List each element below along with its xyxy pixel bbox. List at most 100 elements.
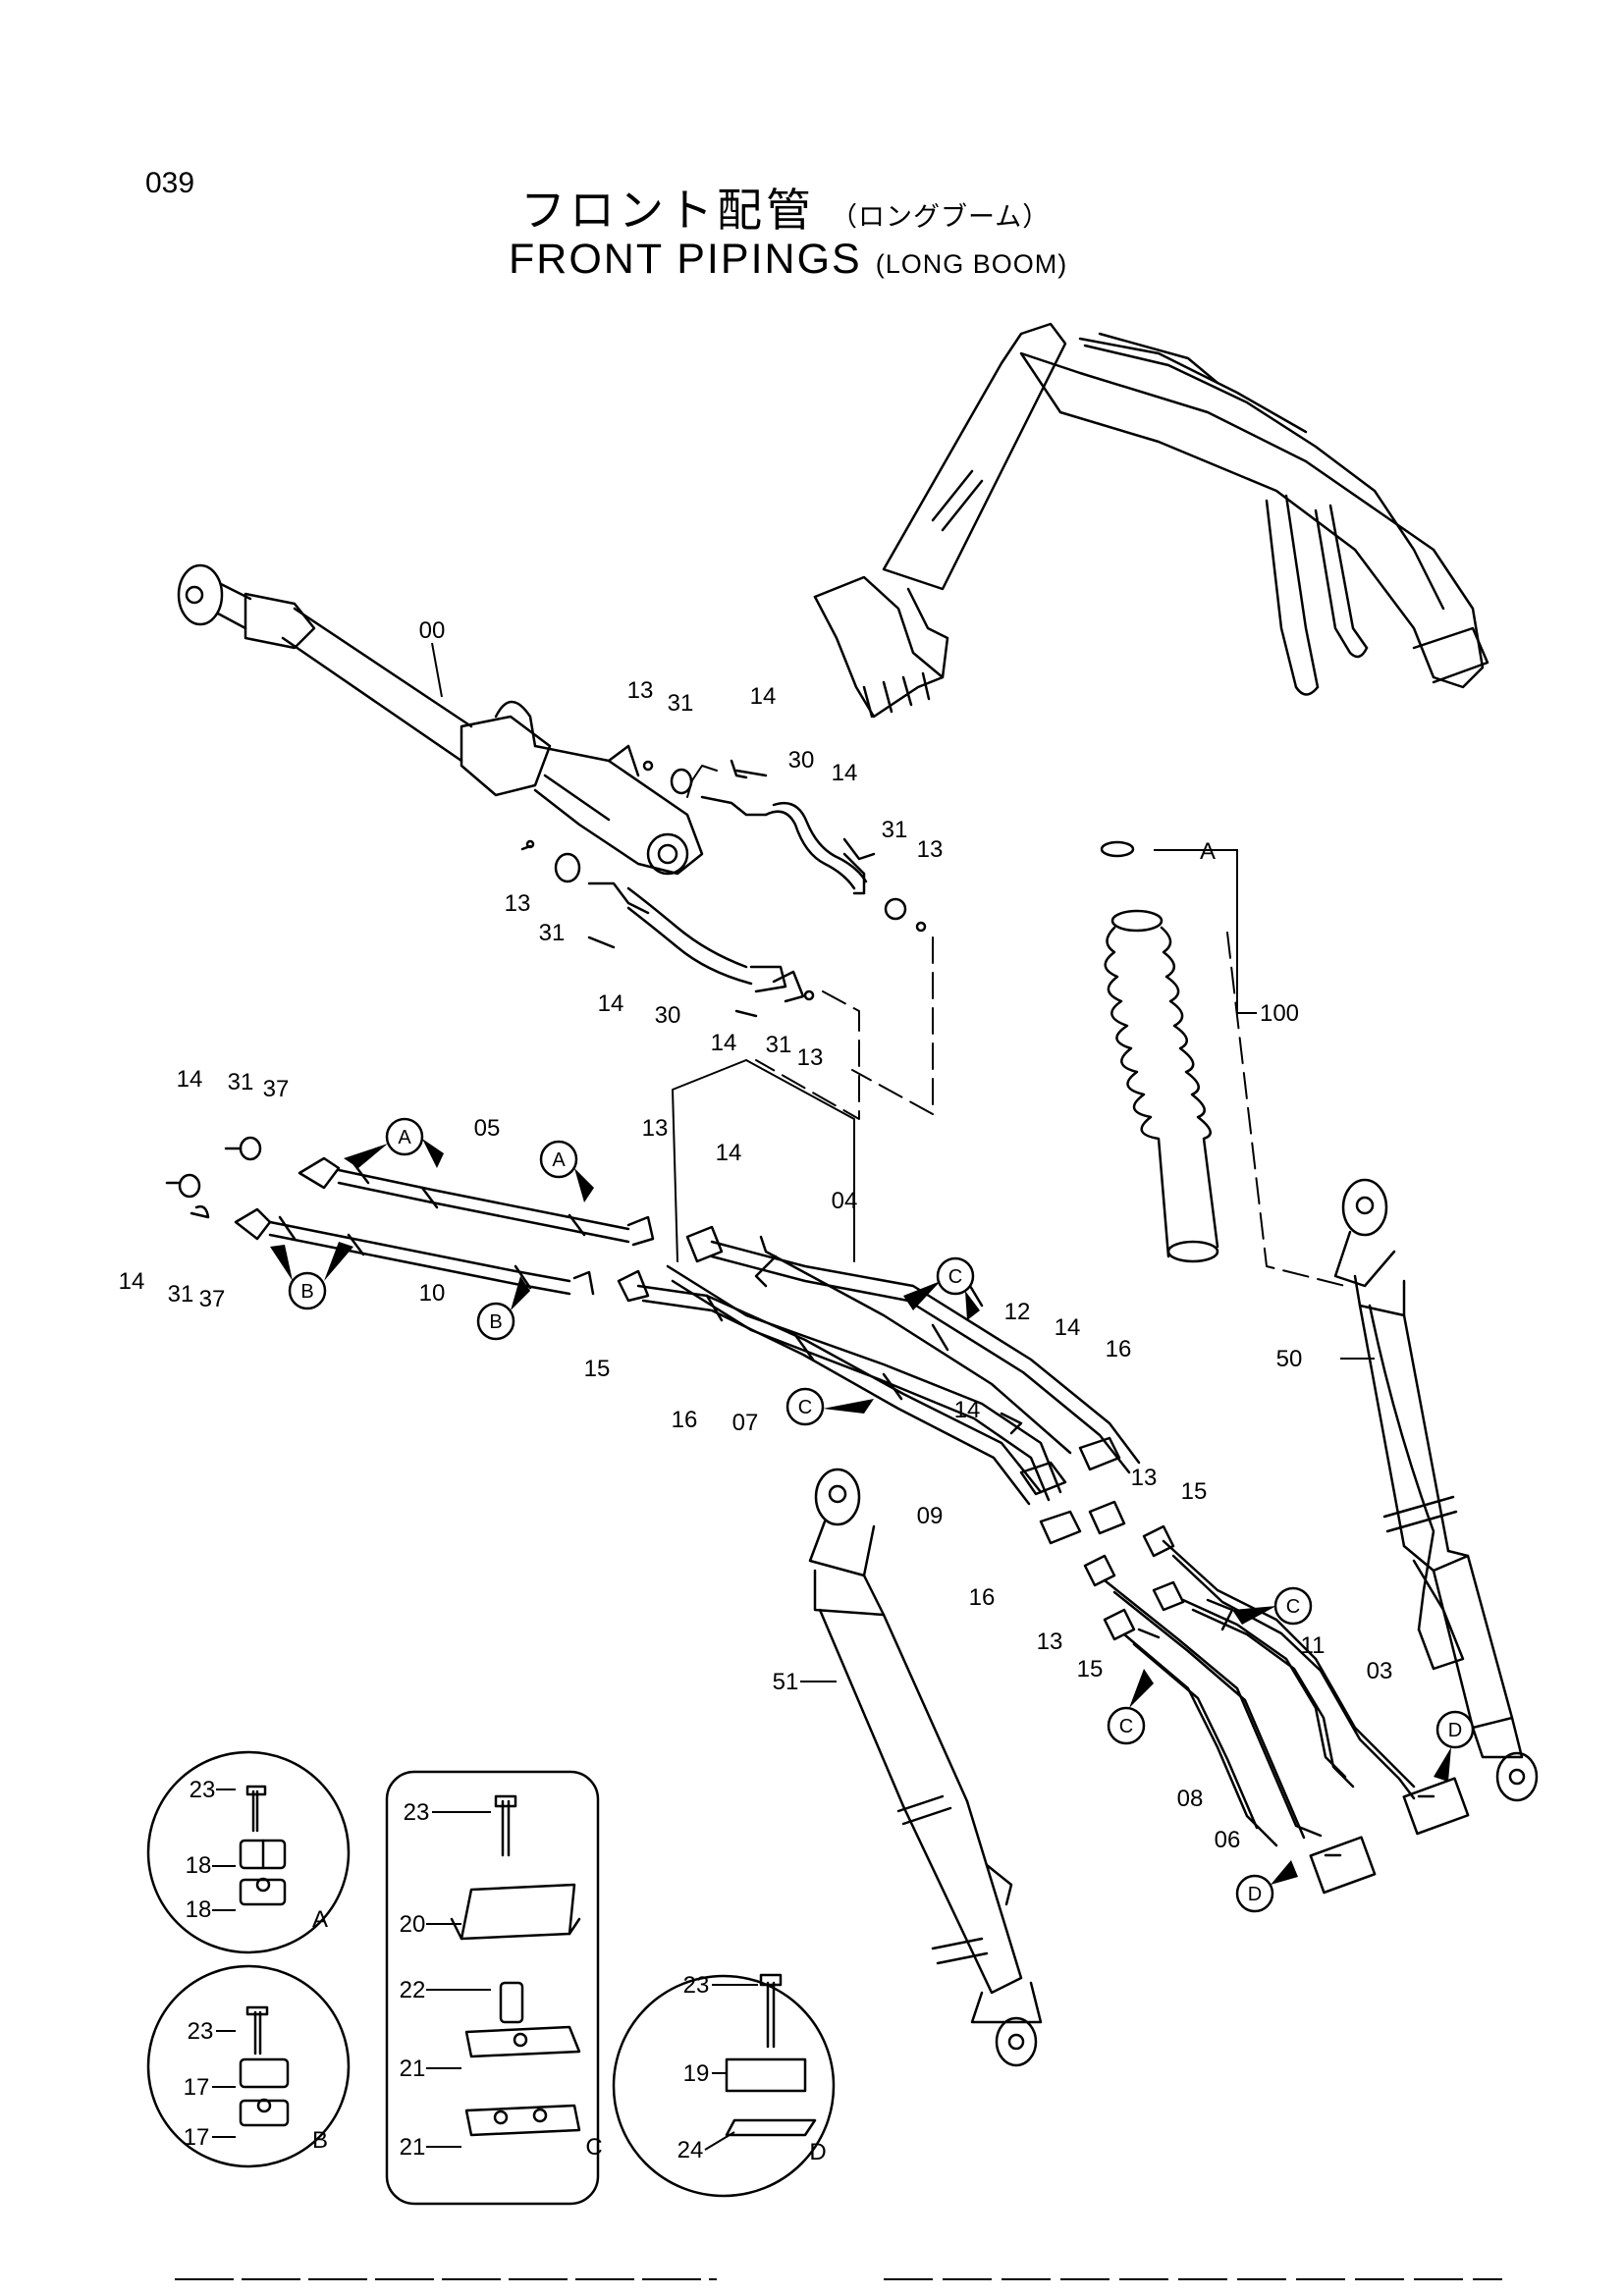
- label-00: 00: [419, 617, 446, 644]
- detail-b-label: B: [312, 2127, 328, 2154]
- callout-pointers: [270, 1139, 1451, 1885]
- label-14: 14: [832, 760, 858, 786]
- callout-a-2: [539, 1140, 578, 1179]
- label-09: 09: [917, 1503, 944, 1529]
- detail-a-label: A: [312, 1906, 328, 1933]
- title-en-main: FRONT PIPINGS: [509, 236, 862, 283]
- label-31: 31: [668, 690, 694, 717]
- label-24: 24: [677, 2137, 704, 2163]
- label-16: 16: [672, 1407, 698, 1433]
- label-37: 37: [263, 1076, 290, 1102]
- pipe-05-10-drawing: [165, 1136, 655, 1296]
- label-06: 06: [1215, 1827, 1241, 1853]
- label-04: 04: [832, 1188, 858, 1214]
- callout-c-2: [785, 1387, 825, 1426]
- label-14: 14: [716, 1140, 742, 1166]
- label-13: 13: [505, 890, 531, 917]
- title-jp-subtitle: （ロングブーム）: [831, 202, 1051, 233]
- label-31: 31: [168, 1281, 194, 1308]
- label-22: 22: [400, 1977, 426, 2003]
- label-31: 31: [766, 1032, 792, 1058]
- label-13: 13: [797, 1044, 824, 1071]
- detail-c-drawing: [385, 1770, 600, 2206]
- label-05: 05: [474, 1115, 501, 1142]
- label-19: 19: [683, 2060, 710, 2087]
- title-jp-main: フロント配管: [520, 184, 815, 237]
- callout-b-2: [476, 1302, 515, 1341]
- callout-b-1: [288, 1271, 327, 1310]
- part-labels: 00 13 31 14 30 14 31 13 13 31 14 30 14 3…: [119, 617, 1393, 2165]
- callout-d-1-text: D: [1448, 1720, 1462, 1741]
- label-03: 03: [1367, 1658, 1393, 1684]
- label-17: 17: [184, 2124, 210, 2151]
- label-23: 23: [189, 1777, 216, 1803]
- page-title-japanese: フロント配管 （ロングブーム）: [520, 175, 1050, 240]
- boot-100-drawing: [1100, 840, 1219, 1263]
- part-leaders: [212, 642, 1375, 2151]
- label-31: 31: [882, 817, 908, 843]
- label-14: 14: [598, 990, 624, 1017]
- label-15: 15: [1181, 1478, 1208, 1505]
- callout-letters: A A B B C C C C D D: [300, 1127, 1462, 1905]
- label-18: 18: [186, 1852, 212, 1879]
- callout-d-2-text: D: [1248, 1884, 1262, 1905]
- label-23: 23: [683, 1972, 710, 1999]
- callout-c-2-text: C: [798, 1397, 812, 1418]
- callout-c-1-text: C: [948, 1266, 962, 1288]
- callout-b-2-text: B: [489, 1311, 502, 1333]
- label-07: 07: [732, 1410, 759, 1436]
- label-14: 14: [954, 1397, 981, 1423]
- label-14: 14: [119, 1268, 145, 1295]
- label-17: 17: [184, 2074, 210, 2101]
- callout-c-3-text: C: [1286, 1596, 1300, 1618]
- label-11: 11: [1301, 1632, 1326, 1659]
- pipe-04-07-09-12-drawing: [617, 1225, 1141, 1545]
- callout-c-4: [1107, 1706, 1146, 1745]
- label-16: 16: [969, 1584, 996, 1611]
- label-30: 30: [788, 747, 815, 774]
- label-10: 10: [419, 1280, 446, 1307]
- label-15: 15: [1077, 1656, 1104, 1682]
- callout-a-2-text: A: [552, 1149, 566, 1171]
- label-100: 100: [1260, 1000, 1299, 1027]
- label-16: 16: [1106, 1336, 1132, 1362]
- detail-d-drawing: [612, 1973, 836, 2198]
- callout-d-1: [1435, 1710, 1475, 1749]
- pipe-03-06-08-11-drawing: [1083, 1524, 1470, 1895]
- excavator-overview-drawing: [813, 322, 1489, 719]
- label-30: 30: [655, 1002, 681, 1029]
- page-title-english: FRONT PIPINGS (LONG BOOM): [509, 236, 1067, 284]
- page-number: 039: [145, 167, 195, 199]
- cylinder-50-drawing: [1333, 1178, 1539, 1802]
- detail-a-drawing: [146, 1750, 351, 1954]
- label-21: 21: [400, 2134, 426, 2161]
- label-14: 14: [177, 1066, 203, 1093]
- hose-fittings-upper: [520, 759, 927, 1018]
- callout-d-2: [1235, 1874, 1274, 1913]
- callout-a-1: [385, 1117, 424, 1156]
- callout-markers: [288, 1117, 1475, 1913]
- label-a-ref: A: [1200, 838, 1216, 865]
- cylinder-00-drawing: [177, 563, 704, 876]
- label-31: 31: [539, 920, 566, 946]
- label-13: 13: [627, 677, 654, 704]
- label-20: 20: [400, 1911, 426, 1938]
- callout-c-4-text: C: [1119, 1716, 1133, 1737]
- label-14: 14: [711, 1030, 737, 1056]
- callout-c-3: [1273, 1586, 1313, 1626]
- label-13: 13: [642, 1115, 669, 1142]
- detail-b-drawing: [146, 1964, 351, 2168]
- label-31: 31: [228, 1069, 254, 1095]
- title-en-subtitle: (LONG BOOM): [875, 249, 1068, 279]
- label-12: 12: [1004, 1299, 1031, 1325]
- label-51: 51: [773, 1669, 799, 1695]
- detail-d-label: D: [809, 2139, 826, 2165]
- label-23: 23: [188, 2018, 214, 2045]
- detail-c-label: C: [585, 2134, 602, 2161]
- label-50: 50: [1276, 1346, 1303, 1372]
- label-14: 14: [750, 683, 777, 710]
- callout-a-1-text: A: [398, 1127, 411, 1148]
- label-13: 13: [1037, 1629, 1063, 1655]
- cylinder-51-drawing: [808, 1468, 1043, 2067]
